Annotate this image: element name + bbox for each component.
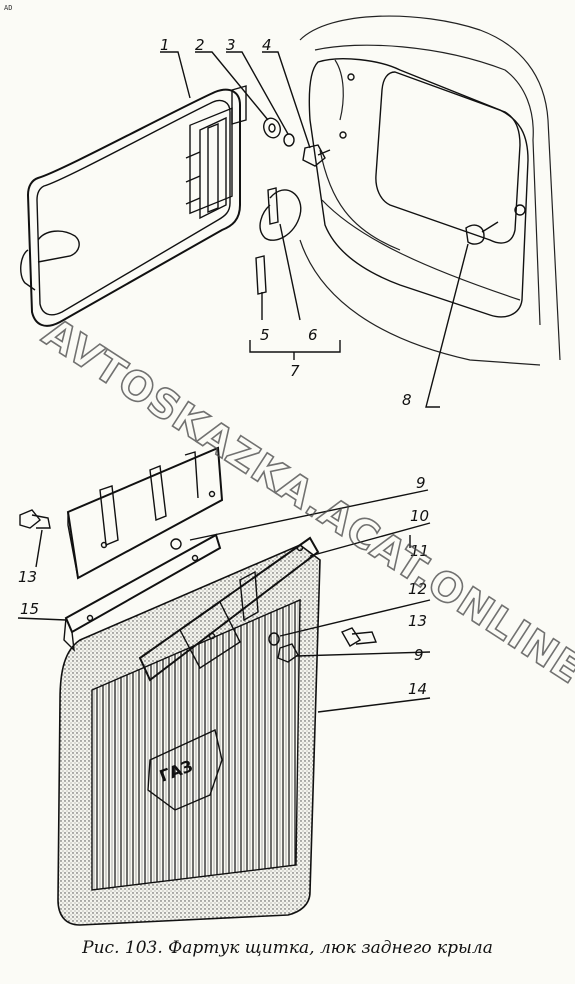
callout-11: 11 — [410, 542, 429, 560]
callout-9-lower: 9 — [414, 646, 424, 664]
callout-7: 7 — [290, 362, 300, 380]
callout-10: 10 — [410, 507, 429, 525]
figure-caption: Рис. 103. Фартук щитка, люк заднего крыл… — [82, 938, 493, 958]
mounting-strip — [63, 533, 222, 652]
callout-1: 1 — [160, 36, 170, 54]
bump-stop — [465, 221, 499, 245]
fender-opening — [299, 15, 561, 366]
buffer-and-pin — [255, 187, 302, 295]
callout-12: 12 — [408, 580, 427, 598]
callout-13-left: 13 — [18, 568, 37, 586]
bolt-left — [19, 509, 51, 529]
callout-14: 14 — [408, 680, 427, 698]
callout-15: 15 — [20, 600, 39, 618]
mudflap: ГАЗ — [57, 544, 321, 926]
fasteners-top — [263, 117, 331, 167]
callout-4: 4 — [262, 36, 272, 54]
leader-lines — [17, 51, 469, 713]
callout-5: 5 — [260, 326, 270, 344]
corner-mark: AD — [4, 4, 13, 12]
callout-numbers: 1 2 3 4 5 6 7 8 9 10 11 12 13 13 9 14 15 — [18, 36, 429, 698]
bracket — [138, 536, 320, 682]
callout-3: 3 — [226, 36, 236, 54]
callout-9-upper: 9 — [416, 474, 426, 492]
callout-2: 2 — [195, 36, 205, 54]
shield-plate — [66, 446, 224, 580]
callout-8: 8 — [402, 391, 412, 409]
fasteners-bottom — [170, 538, 377, 663]
callout-6: 6 — [308, 326, 318, 344]
hatch-cover — [20, 85, 247, 327]
callout-13-right: 13 — [408, 612, 427, 630]
